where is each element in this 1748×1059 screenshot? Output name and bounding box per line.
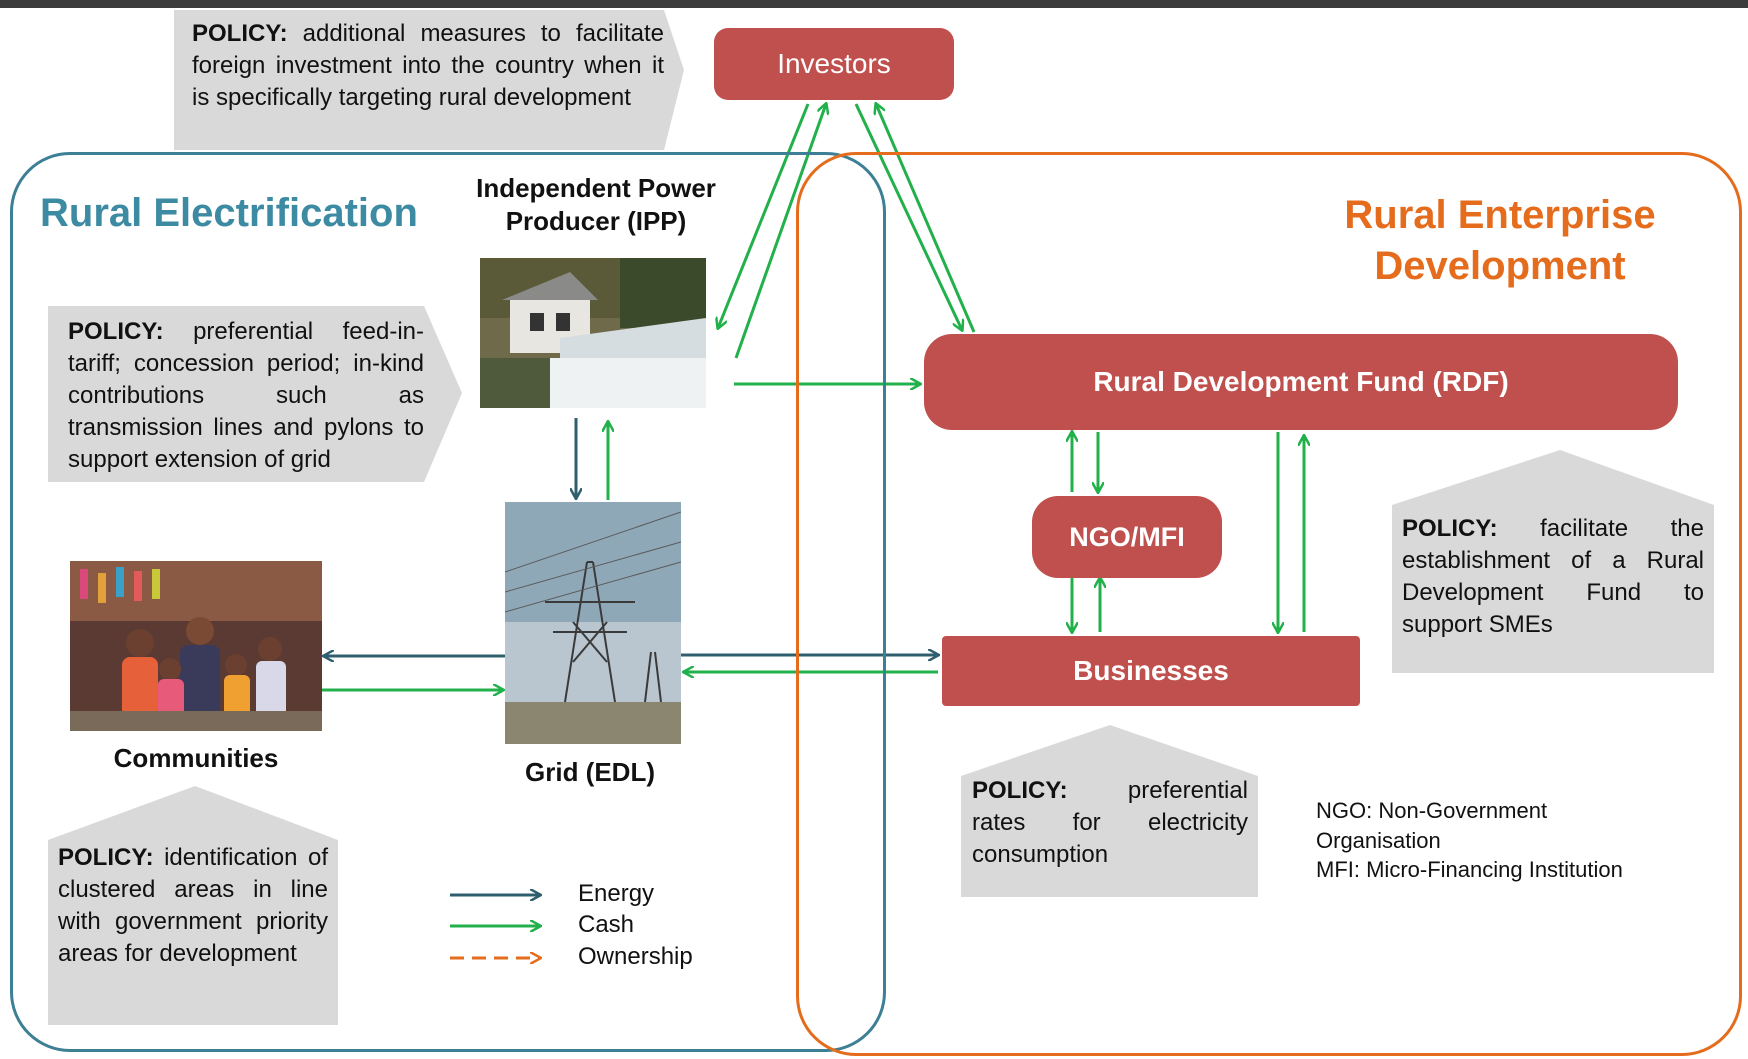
label-grid: Grid (EDL): [525, 757, 655, 787]
policy-prefix: POLICY:: [972, 777, 1068, 804]
arrow-cash-rdf-to-investors: [876, 104, 976, 333]
arrow-cash-investors-to-ipp: [718, 103, 810, 328]
policy-investors: POLICY: additional measures to facilitat…: [192, 18, 664, 114]
node-rdf: Rural Development Fund (RDF): [924, 334, 1678, 430]
arrow-cash-investors-to-rdf: [854, 103, 962, 330]
people-icon: [70, 561, 322, 731]
policy-ipp-shape: [48, 306, 462, 482]
top-bar: [0, 0, 1748, 8]
policy-prefix: POLICY:: [68, 318, 164, 345]
policy-businesses-text: preferential rates for electricity consu…: [972, 777, 1248, 868]
legend-energy-label: Energy: [578, 880, 655, 907]
policy-rdf-text: facilitate the establishment of a Rural …: [1402, 515, 1704, 638]
policy-rdf-shape: [1392, 450, 1714, 673]
abbreviation-ngo: NGO: Non-Government Organisation: [1316, 798, 1548, 853]
abbreviation-mfi: MFI: Micro-Financing Institution: [1316, 857, 1623, 882]
node-businesses: Businesses: [942, 636, 1360, 706]
policy-communities-shape: [48, 786, 338, 1025]
power-pylon-icon: [505, 502, 681, 744]
policy-prefix: POLICY:: [58, 844, 154, 871]
legend-ownership-label: Ownership: [578, 943, 693, 970]
legend-cash-label: Cash: [578, 911, 635, 938]
zone-rural-electrification: [10, 152, 886, 1052]
hydro-dam-icon: [480, 258, 706, 408]
policy-ipp-text: preferential feed-in-tariff; concession …: [68, 318, 424, 473]
grid-pylons-photo: [505, 502, 681, 744]
policy-prefix: POLICY:: [192, 20, 288, 47]
policy-investors-shape: [174, 10, 684, 150]
policy-businesses: POLICY: preferential rates for electrici…: [972, 775, 1248, 871]
node-investors: Investors: [714, 28, 954, 100]
node-ngo-mfi: NGO/MFI: [1032, 496, 1222, 578]
zone-title-rural-electrification: Rural Electrification: [40, 191, 418, 235]
zone-rural-enterprise: [796, 152, 1742, 1056]
policy-investors-text: additional measures to facilitate foreig…: [192, 20, 664, 111]
policy-ipp: POLICY: preferential feed-in-tariff; con…: [68, 316, 424, 476]
communities-photo: [70, 561, 322, 731]
label-communities: Communities: [113, 743, 279, 773]
policy-rdf: POLICY: facilitate the establishment of …: [1402, 513, 1704, 641]
policy-businesses-shape: [961, 725, 1258, 897]
zone-title-rural-enterprise: Rural Enterprise Development: [1344, 193, 1656, 288]
policy-communities-text: identification of clustered areas in lin…: [58, 844, 328, 967]
arrow-cash-ipp-to-investors: [734, 104, 826, 359]
ipp-hydro-photo: [480, 258, 706, 408]
label-ipp: Independent Power Producer (IPP): [476, 173, 716, 236]
policy-communities: POLICY: identification of clustered area…: [58, 842, 328, 970]
policy-prefix: POLICY:: [1402, 515, 1498, 542]
